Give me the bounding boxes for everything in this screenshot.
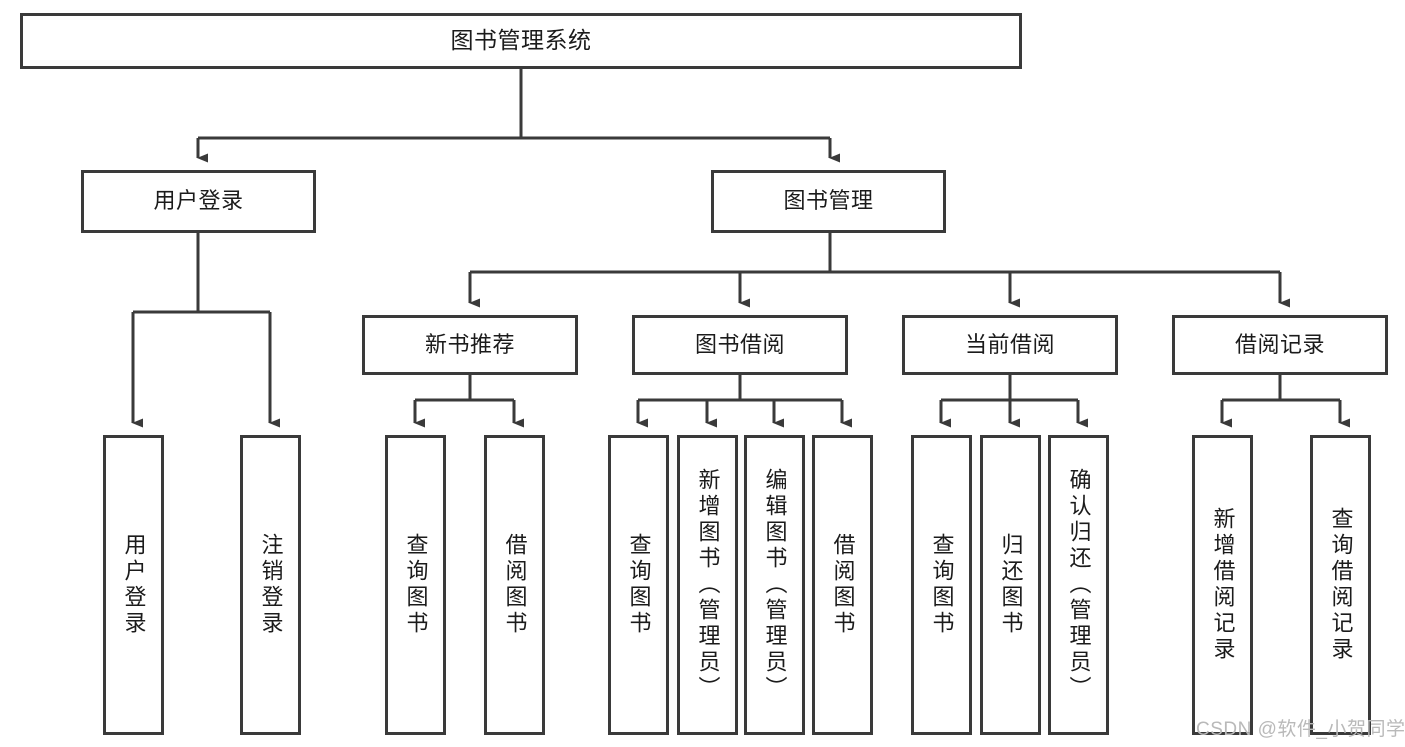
leaf-new-book-borrow-label: 借阅图书 xyxy=(502,533,528,637)
node-current-borrow[interactable]: 当前借阅 xyxy=(902,315,1118,375)
leaf-book-borrow-query[interactable]: 查询图书 xyxy=(608,435,669,735)
leaf-new-book-borrow[interactable]: 借阅图书 xyxy=(484,435,545,735)
leaf-book-borrow-edit-label: 编辑图书（管理员） xyxy=(762,468,788,702)
leaf-borrow-record-query-label: 查询借阅记录 xyxy=(1328,507,1354,663)
node-book-borrow-label: 图书借阅 xyxy=(694,331,785,357)
leaf-new-book-query-label: 查询图书 xyxy=(403,533,429,637)
node-root-label: 图书管理系统 xyxy=(450,27,592,54)
node-new-book-recommend[interactable]: 新书推荐 xyxy=(362,315,578,375)
leaf-book-borrow-edit[interactable]: 编辑图书（管理员） xyxy=(744,435,805,735)
leaf-current-borrow-confirm[interactable]: 确认归还（管理员） xyxy=(1048,435,1109,735)
leaf-current-borrow-return[interactable]: 归还图书 xyxy=(980,435,1041,735)
leaf-borrow-record-add-label: 新增借阅记录 xyxy=(1210,507,1236,663)
node-borrow-record-label: 借阅记录 xyxy=(1234,331,1325,357)
leaf-user-login-logout[interactable]: 注销登录 xyxy=(240,435,301,735)
node-book-borrow[interactable]: 图书借阅 xyxy=(632,315,848,375)
leaf-user-login-logout-label: 注销登录 xyxy=(258,533,284,637)
leaf-current-borrow-confirm-label: 确认归还（管理员） xyxy=(1066,468,1092,702)
node-new-book-recommend-label: 新书推荐 xyxy=(424,331,515,357)
leaf-book-borrow-borrow-label: 借阅图书 xyxy=(830,533,856,637)
leaf-book-borrow-add[interactable]: 新增图书（管理员） xyxy=(677,435,738,735)
watermark: CSDN @软件_小贺同学 xyxy=(1196,719,1405,740)
leaf-borrow-record-query[interactable]: 查询借阅记录 xyxy=(1310,435,1371,735)
leaf-new-book-query[interactable]: 查询图书 xyxy=(385,435,446,735)
leaf-current-borrow-query-label: 查询图书 xyxy=(929,533,955,637)
node-book-management-label: 图书管理 xyxy=(783,188,874,214)
node-user-login-label: 用户登录 xyxy=(153,188,244,214)
leaf-book-borrow-query-label: 查询图书 xyxy=(626,533,652,637)
leaf-borrow-record-add[interactable]: 新增借阅记录 xyxy=(1192,435,1253,735)
leaf-book-borrow-borrow[interactable]: 借阅图书 xyxy=(812,435,873,735)
node-user-login[interactable]: 用户登录 xyxy=(81,170,316,233)
leaf-user-login-login[interactable]: 用户登录 xyxy=(103,435,164,735)
leaf-current-borrow-return-label: 归还图书 xyxy=(998,533,1024,637)
node-root[interactable]: 图书管理系统 xyxy=(20,13,1022,69)
node-book-management[interactable]: 图书管理 xyxy=(711,170,946,233)
leaf-book-borrow-add-label: 新增图书（管理员） xyxy=(695,468,721,702)
leaf-current-borrow-query[interactable]: 查询图书 xyxy=(911,435,972,735)
leaf-user-login-login-label: 用户登录 xyxy=(121,533,147,637)
node-borrow-record[interactable]: 借阅记录 xyxy=(1172,315,1388,375)
node-current-borrow-label: 当前借阅 xyxy=(964,331,1055,357)
